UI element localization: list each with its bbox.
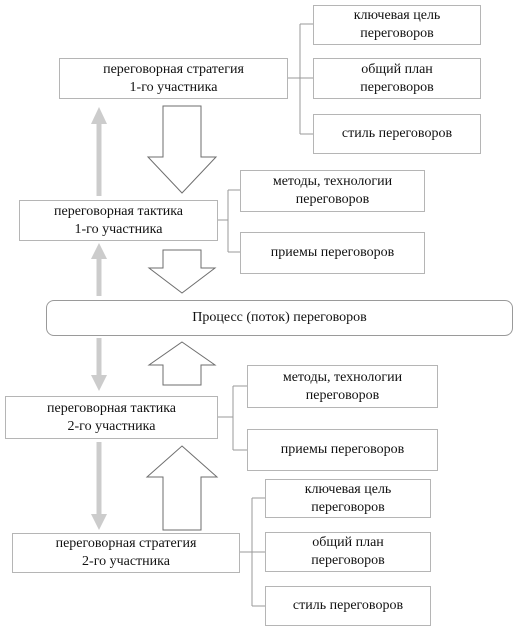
- strategy-1-box: переговорная стратегия 1-го участника: [59, 58, 288, 99]
- tactic-1-methods-box: методы, технологии переговоров: [240, 170, 425, 212]
- tactic-2-box: переговорная тактика 2-го участника: [5, 396, 218, 439]
- tactic-2-methods-label: методы, технологии переговоров: [282, 369, 403, 403]
- tactic-2-techniques-label: приемы переговоров: [280, 442, 405, 457]
- strategy-1-label: переговорная стратегия 1-го участника: [103, 61, 244, 95]
- down-arrow-strategy-to-tactic-1: [146, 105, 218, 194]
- strategy-2-box: переговорная стратегия 2-го участника: [12, 533, 240, 573]
- strategy-1-plan-box: общий план переговоров: [313, 58, 481, 99]
- strategy-2-plan-box: общий план переговоров: [265, 532, 431, 572]
- strategy-2-label: переговорная стратегия 2-го участника: [55, 536, 197, 569]
- strategy-1-goal-label: ключевая цель переговоров: [353, 8, 441, 41]
- strategy-1-style-label: стиль переговоров: [341, 126, 453, 141]
- process-label: Процесс (поток) переговоров: [192, 310, 367, 325]
- up-arrow-tactic-to-process-2: [147, 341, 217, 386]
- strategy-2-goal-label: ключевая цель переговоров: [304, 481, 392, 515]
- tactic-2-methods-box: методы, технологии переговоров: [247, 365, 438, 408]
- up-arrow-strategy-to-tactic-2: [145, 445, 219, 531]
- tactic-2-label: переговорная тактика 2-го участника: [46, 400, 176, 434]
- strategy-1-plan-label: общий план переговоров: [360, 61, 434, 95]
- feedback-arrow-tactic2-to-strategy2-head: [91, 514, 107, 530]
- strategy-1-goal-box: ключевая цель переговоров: [313, 5, 481, 45]
- tactic-2-techniques-box: приемы переговоров: [247, 429, 438, 471]
- tactic-1-box: переговорная тактика 1-го участника: [19, 200, 218, 241]
- strategy-1-style-box: стиль переговоров: [313, 114, 481, 154]
- feedback-arrow-process-to-tactic1-head: [91, 243, 107, 259]
- tactic-1-techniques-label: приемы переговоров: [270, 245, 395, 260]
- process-box: Процесс (поток) переговоров: [46, 300, 513, 336]
- feedback-arrow-tactic1-to-strategy1-head: [91, 107, 107, 124]
- feedback-arrow-process-to-tactic2-head: [91, 375, 107, 391]
- down-arrow-tactic-to-process-1: [147, 249, 217, 294]
- strategy-2-style-label: стиль переговоров: [292, 598, 404, 613]
- tactic-1-techniques-box: приемы переговоров: [240, 232, 425, 274]
- strategy-2-plan-label: общий план переговоров: [311, 535, 385, 568]
- tactic-1-methods-label: методы, технологии переговоров: [272, 174, 393, 207]
- strategy-2-style-box: стиль переговоров: [265, 586, 431, 626]
- strategy-2-goal-box: ключевая цель переговоров: [265, 479, 431, 518]
- tactic-1-label: переговорная тактика 1-го участника: [53, 203, 183, 237]
